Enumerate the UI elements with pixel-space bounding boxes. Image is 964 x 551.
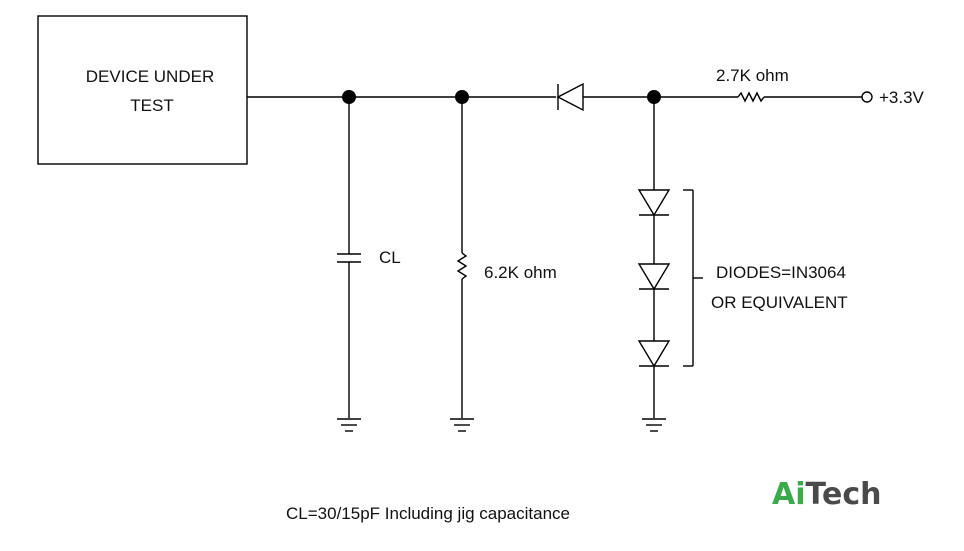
supply-terminal: [861, 91, 873, 103]
caption: CL=30/15pF Including jig capacitance: [286, 504, 570, 523]
diode-1: [637, 189, 671, 217]
capacitor-label: CL: [379, 248, 401, 267]
device-under-test-box: [37, 15, 248, 165]
diode-3: [637, 340, 671, 368]
diodes-label-line2: OR EQUIVALENT: [711, 293, 848, 312]
ground-symbol-diodes: [642, 418, 666, 432]
series-resistor-label: 2.7K ohm: [716, 66, 789, 85]
device-label-line2: TEST: [130, 96, 173, 115]
diodes-label-line1: DIODES=IN3064: [716, 263, 846, 282]
supply-label: +3.3V: [879, 88, 925, 107]
ground-symbol-resistor: [450, 418, 474, 432]
capacitor-cl: [337, 97, 361, 418]
series-diode: [556, 82, 584, 112]
diode-group-bracket: [683, 189, 703, 367]
diode-2: [637, 263, 671, 291]
logo-part-ai: AiTech: [772, 477, 881, 512]
resistor-6-2k: [456, 97, 468, 418]
vertical-resistor-label: 6.2K ohm: [484, 263, 557, 282]
ground-symbol-capacitor: [337, 418, 361, 432]
aitech-logo: AiTech: [772, 477, 881, 512]
device-label-line1: DEVICE UNDER: [86, 67, 214, 86]
series-resistor: [737, 91, 765, 103]
